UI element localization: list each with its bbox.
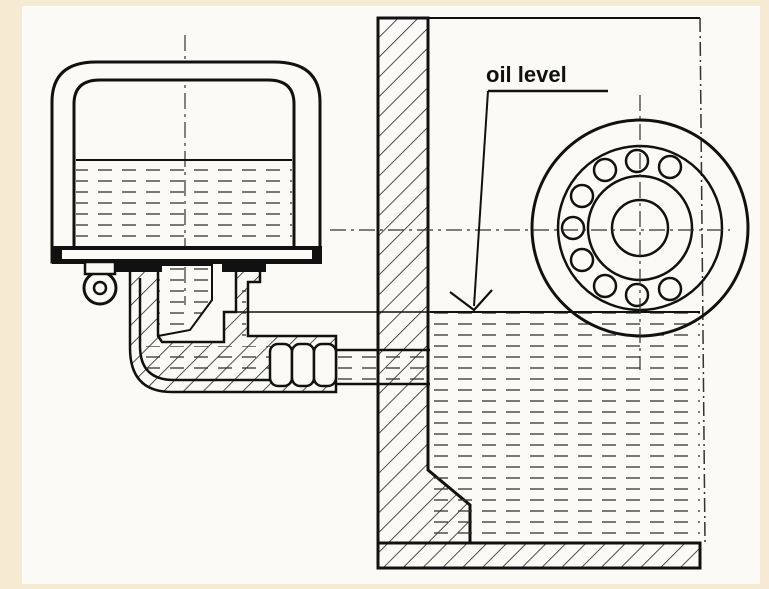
mounting-eyelet [82, 260, 118, 306]
glass-bowl [50, 60, 322, 264]
oil-level-arrow-icon [449, 289, 493, 312]
bearing-balls [560, 148, 683, 308]
connector-fitting [268, 342, 338, 388]
oil-level-callout: oil level [449, 62, 608, 312]
connecting-pipe [336, 348, 430, 386]
oil-level-leader-line [473, 90, 489, 307]
housing-oil-reservoir [430, 311, 700, 543]
oil-level-label: oil level [486, 62, 567, 87]
